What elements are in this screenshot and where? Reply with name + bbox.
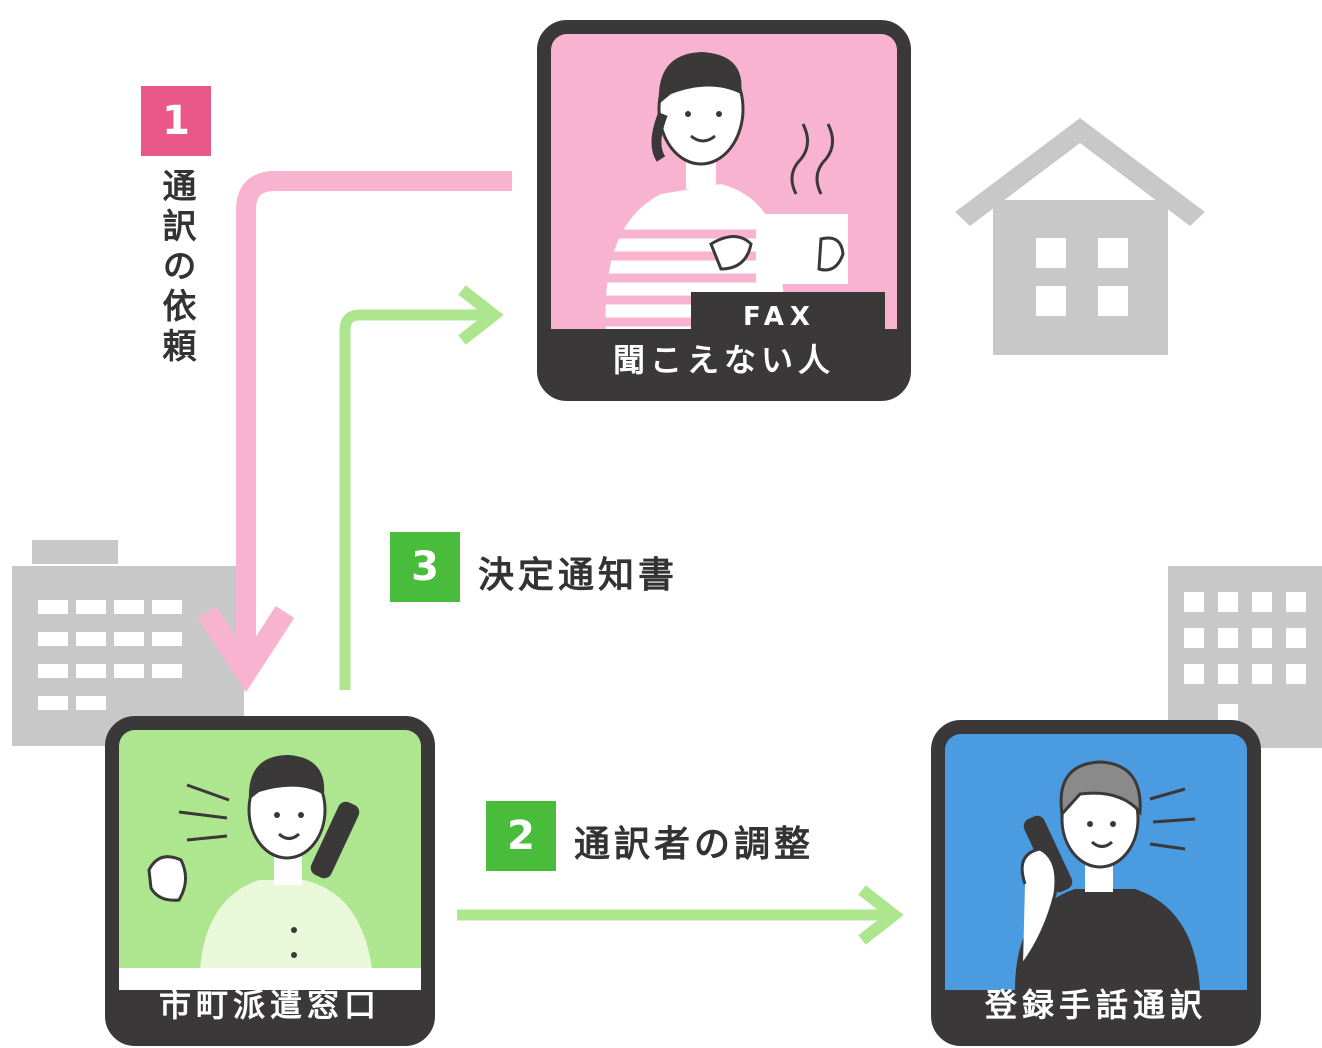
arrow-request — [197, 171, 512, 693]
step-1-badge: 1 — [141, 86, 211, 156]
step-2-label: 通訳者の調整 — [574, 824, 815, 865]
step-3-label: 決定通知書 — [478, 555, 679, 596]
deaf-person-illustration — [551, 34, 897, 329]
fax-machine-icon — [691, 123, 885, 329]
arrow-coordination — [457, 885, 904, 945]
step-2-badge: 2 — [486, 801, 556, 871]
node-city-office-label: 市町派遣窓口 — [158, 986, 381, 1024]
phone-icon — [310, 801, 360, 879]
city-office-illustration — [119, 730, 421, 990]
node-city-office: 市町派遣窓口 — [105, 716, 435, 1046]
node-deaf-person: FAX 聞こえない人 — [537, 20, 911, 401]
step-1-label: 通訳の依頼 — [156, 168, 196, 368]
fax-label: FAX — [743, 302, 816, 332]
interpreter-illustration — [945, 734, 1247, 990]
node-interpreter: 登録手話通訳 — [931, 720, 1261, 1046]
node-deaf-person-label: 聞こえない人 — [612, 341, 835, 379]
house-icon — [955, 118, 1205, 355]
node-interpreter-label: 登録手話通訳 — [984, 986, 1207, 1024]
apartment-building-icon — [1168, 566, 1322, 748]
arrow-decision-notice — [339, 285, 504, 690]
step-3-badge: 3 — [390, 532, 460, 602]
